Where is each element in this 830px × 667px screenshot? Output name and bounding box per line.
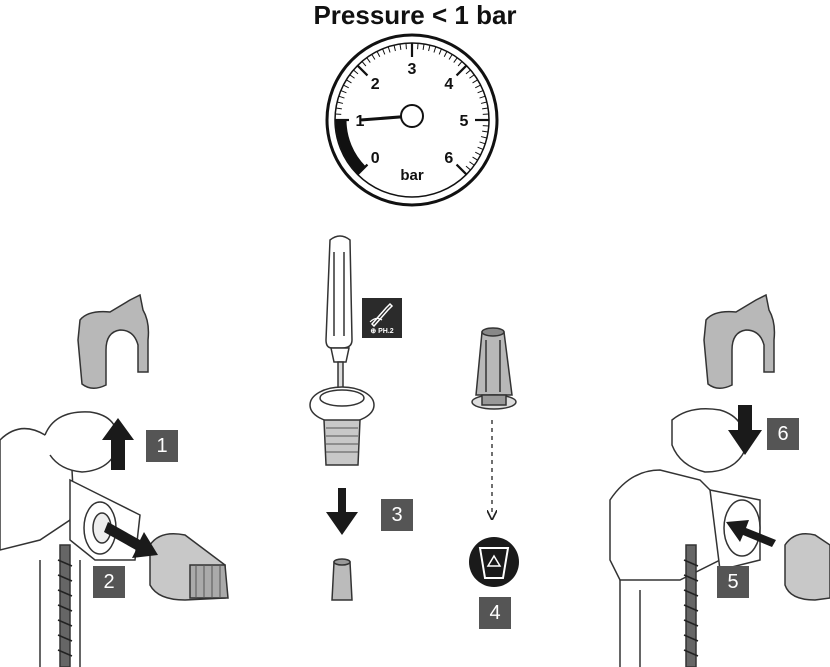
filter-cartridge [471, 327, 517, 410]
gauge-minor-tick [337, 101, 344, 104]
gauge-minor-tick [338, 95, 345, 99]
gauge-minor-tick [382, 48, 386, 55]
gauge-label-3: 3 [408, 61, 417, 78]
pressure-gauge: 0 1 2 3 4 5 6 bar [325, 33, 499, 207]
gauge-minor-tick [387, 46, 391, 53]
gauge-minor-tick [428, 45, 431, 52]
gauge-minor-tick [353, 69, 359, 75]
gauge-minor-tick [472, 79, 478, 84]
gauge-minor-tick [376, 51, 381, 57]
gauge-label-4: 4 [444, 76, 453, 93]
step-badge-5: 5 [717, 566, 749, 598]
tool-badge: ⊕ PH.2 [362, 298, 402, 338]
gauge-minor-tick [335, 107, 342, 110]
step-badge-3: 3 [381, 499, 413, 531]
arrow-in-icon [726, 520, 776, 547]
gauge-hub [400, 104, 424, 128]
gauge-label-6: 6 [444, 150, 453, 167]
gauge-minor-tick [477, 146, 484, 150]
gauge-minor-tick [448, 54, 453, 60]
gauge-minor-tick [469, 74, 475, 79]
gauge-minor-tick [482, 107, 489, 110]
valve-cartridge [309, 386, 375, 466]
step-badge-6: 6 [767, 418, 799, 450]
pump-dome-right [671, 408, 747, 473]
spring-coils [57, 559, 73, 657]
gauge-minor-tick [349, 74, 355, 79]
gauge-minor-tick [457, 61, 463, 67]
gauge-minor-tick [422, 43, 425, 50]
gauge-label-1: 1 [356, 113, 365, 130]
left-assembly [0, 293, 229, 667]
gauge-label-2: 2 [371, 76, 380, 93]
screwdriver-icon [369, 302, 394, 328]
step-badge-4: 4 [479, 597, 511, 629]
gauge-minor-tick [475, 151, 481, 156]
gauge-major-tick [455, 64, 468, 77]
valve-insert-right [784, 533, 830, 601]
gauge-low-zone [335, 119, 366, 175]
gauge-minor-tick [346, 79, 352, 84]
gauge-minor-tick [438, 48, 442, 55]
gauge-minor-tick [340, 90, 347, 94]
page-title: Pressure < 1 bar [313, 0, 517, 30]
gauge-minor-tick [480, 101, 487, 104]
tool-label: ⊕ PH.2 [370, 328, 394, 335]
step-badge-1: 1 [146, 430, 178, 462]
gauge-minor-tick [433, 46, 437, 53]
gauge-scale-labels: 0 1 2 3 4 5 6 [356, 61, 469, 167]
gauge-minor-tick [399, 43, 402, 50]
retaining-clip [77, 293, 150, 389]
gauge-unit-label: bar [400, 167, 424, 184]
small-filter [331, 558, 353, 601]
gauge-minor-tick [479, 95, 486, 99]
recycle-icon [469, 537, 519, 587]
gauge-minor-tick [480, 136, 487, 139]
gauge-major-tick [455, 163, 468, 176]
gauge-minor-tick [477, 90, 484, 94]
arrow-up-icon [102, 418, 134, 470]
retaining-clip-right [703, 293, 776, 389]
screwdriver [325, 235, 353, 393]
arrow-down-icon [326, 488, 358, 535]
right-assembly [609, 293, 830, 667]
gauge-minor-tick [479, 141, 486, 145]
gauge-minor-tick [393, 45, 396, 52]
gauge-minor-tick [371, 54, 376, 60]
gauge-minor-tick [443, 51, 448, 57]
pump-housing-right [609, 469, 721, 581]
gauge-major-tick [356, 64, 369, 77]
gauge-minor-tick [453, 57, 458, 63]
gauge-minor-tick [465, 69, 471, 75]
gauge-minor-tick [482, 130, 489, 133]
gauge-minor-tick [465, 165, 471, 171]
gauge-minor-tick [472, 156, 478, 161]
gauge-minor-tick [343, 84, 349, 89]
gauge-minor-tick [361, 61, 367, 67]
gauge-label-5: 5 [460, 113, 469, 130]
arrow-out-icon [104, 522, 158, 558]
arrow-down-insert-icon [728, 405, 762, 455]
gauge-minor-tick [475, 84, 481, 89]
gauge-label-0: 0 [371, 150, 380, 167]
gauge-minor-tick [366, 57, 371, 63]
step-badge-2: 2 [93, 566, 125, 598]
gauge-minor-tick [469, 161, 475, 166]
